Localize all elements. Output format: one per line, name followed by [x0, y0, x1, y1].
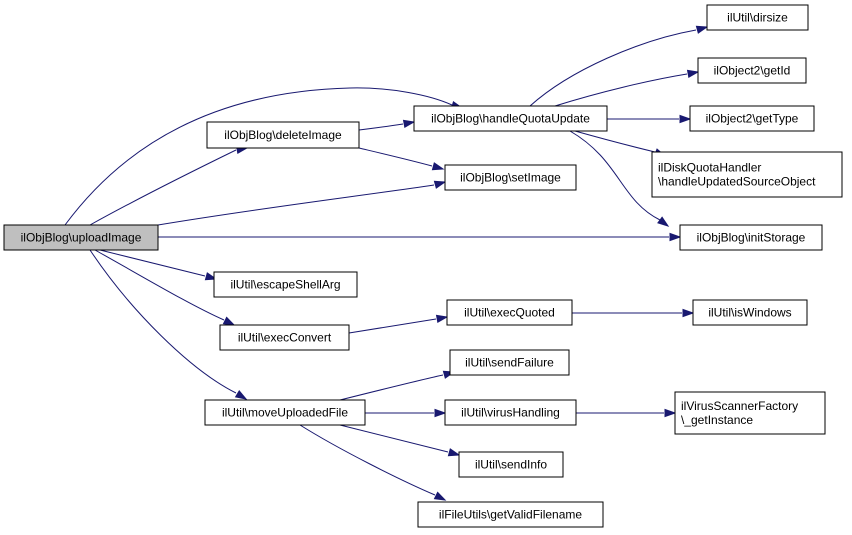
edge-uploadImage-to-execConvert: [94, 249, 236, 326]
node-label: ilFileUtils\getValidFilename: [439, 508, 582, 522]
arrow-head: [434, 408, 447, 418]
arrow-head: [664, 408, 677, 418]
arrow-head: [433, 180, 447, 189]
node-label: ilDiskQuotaHandler: [658, 161, 761, 175]
node-label: ilUtil\sendInfo: [475, 458, 547, 472]
arrow-head: [695, 25, 709, 34]
node-box: [679, 224, 823, 251]
node-getType[interactable]: ilObject2\getType: [689, 105, 815, 132]
node-isWindows[interactable]: ilUtil\isWindows: [692, 299, 808, 326]
node-label: ilUtil\execQuoted: [464, 306, 555, 320]
node-label: ilUtil\dirsize: [727, 11, 788, 25]
node-box: [697, 57, 807, 84]
arrow-head: [222, 316, 236, 326]
arrow-head: [433, 491, 447, 501]
node-box: [706, 4, 809, 31]
edge-moveUploadedFile-to-getValidFilename: [299, 424, 447, 501]
edge-uploadImage-to-initStorage: [158, 232, 682, 242]
node-box: [3, 224, 159, 251]
node-dirsize[interactable]: ilUtil\dirsize: [706, 4, 809, 31]
node-label: ilObject2\getId: [714, 64, 791, 78]
node-box: [651, 151, 843, 198]
node-execConvert[interactable]: ilUtil\execConvert: [219, 324, 350, 351]
arrow-head: [679, 114, 692, 124]
node-box: [206, 121, 360, 149]
edge-uploadImage-to-moveUploadedFile: [89, 249, 248, 400]
edge-uploadImage-to-escapeShellArg: [99, 249, 218, 281]
node-label: ilUtil\sendFailure: [465, 356, 554, 370]
node-setImage[interactable]: ilObjBlog\setImage: [444, 164, 577, 191]
edge-deleteImage-to-setImage: [358, 147, 445, 171]
node-uploadImage: ilObjBlog\uploadImage: [3, 224, 159, 251]
node-box: [689, 105, 815, 132]
arrow-head: [669, 232, 682, 242]
node-label: ilObjBlog\initStorage: [697, 231, 806, 245]
node-label: \_getInstance: [681, 413, 753, 427]
node-label: ilObjBlog\setImage: [460, 171, 561, 185]
arrow-head: [204, 272, 218, 281]
edge-virusHandling-to-getInstance: [575, 408, 677, 418]
edge-moveUploadedFile-to-sendInfo: [339, 424, 461, 457]
edge-deleteImage-to-handleQuotaUpdate: [358, 119, 416, 131]
node-getValidFilename[interactable]: ilFileUtils\getValidFilename: [417, 501, 604, 528]
arrow-head: [234, 389, 248, 400]
edge-handleQuotaUpdate-to-initStorage: [569, 130, 670, 227]
edge-moveUploadedFile-to-virusHandling: [364, 408, 447, 418]
node-escapeShellArg[interactable]: ilUtil\escapeShellArg: [213, 271, 358, 298]
nodes-layer: ilObjBlog\uploadImage ilObjBlog\deleteIma…: [3, 4, 843, 528]
edge-moveUploadedFile-to-sendFailure: [339, 370, 456, 401]
arrow-head: [657, 216, 670, 227]
node-label: ilObjBlog\uploadImage: [21, 231, 142, 245]
node-box: [444, 164, 577, 191]
node-label: ilObjBlog\handleQuotaUpdate: [431, 112, 590, 126]
arrow-head: [402, 119, 416, 129]
edge-uploadImage-to-setImage: [157, 180, 447, 226]
edge-execConvert-to-execQuoted: [348, 314, 449, 334]
node-sendInfo[interactable]: ilUtil\sendInfo: [458, 451, 564, 478]
node-box: [444, 399, 577, 426]
node-label: ilUtil\isWindows: [708, 306, 791, 320]
node-box: [458, 451, 564, 478]
node-label: ilUtil\virusHandling: [461, 406, 560, 420]
node-box: [446, 299, 573, 326]
node-getInstance[interactable]: ilVirusScannerFactory\_getInstance: [674, 391, 826, 435]
arrow-head: [682, 308, 695, 318]
edge-handleQuotaUpdate-to-dirsize: [529, 25, 709, 107]
node-deleteImage[interactable]: ilObjBlog\deleteImage: [206, 121, 360, 149]
edge-execQuoted-to-isWindows: [572, 308, 695, 318]
node-box: [674, 391, 826, 435]
node-virusHandling[interactable]: ilUtil\virusHandling: [444, 399, 577, 426]
node-label: ilObject2\getType: [706, 112, 799, 126]
node-box: [213, 271, 358, 298]
node-initStorage[interactable]: ilObjBlog\initStorage: [679, 224, 823, 251]
node-label: ilUtil\moveUploadedFile: [222, 406, 348, 420]
edge-handleQuotaUpdate-to-getType: [606, 114, 692, 124]
node-box: [692, 299, 808, 326]
edges-layer: [64, 25, 709, 501]
edge-handleQuotaUpdate-to-getId: [554, 69, 700, 107]
arrow-head: [431, 162, 445, 171]
node-box: [417, 501, 604, 528]
edge-uploadImage-to-deleteImage: [89, 145, 249, 226]
arrow-head: [447, 448, 461, 457]
node-handleQuotaUpdate[interactable]: ilObjBlog\handleQuotaUpdate: [413, 105, 608, 132]
arrow-head: [435, 314, 449, 324]
node-box: [219, 324, 350, 351]
arrow-head: [686, 69, 700, 79]
node-label: ilVirusScannerFactory: [681, 399, 798, 413]
edge-uploadImage-to-handleQuotaUpdate: [64, 87, 464, 226]
node-handleUpdatedSourceObject[interactable]: ilDiskQuotaHandler\handleUpdatedSourceOb…: [651, 151, 843, 198]
node-getId[interactable]: ilObject2\getId: [697, 57, 807, 84]
node-label: ilObjBlog\deleteImage: [224, 128, 342, 142]
node-label: \handleUpdatedSourceObject: [658, 175, 816, 189]
node-label: ilUtil\escapeShellArg: [230, 278, 340, 292]
node-box: [449, 349, 570, 376]
node-box: [204, 399, 366, 426]
node-label: ilUtil\execConvert: [238, 331, 332, 345]
node-box: [413, 105, 608, 132]
node-sendFailure[interactable]: ilUtil\sendFailure: [449, 349, 570, 376]
node-execQuoted[interactable]: ilUtil\execQuoted: [446, 299, 573, 326]
node-moveUploadedFile[interactable]: ilUtil\moveUploadedFile: [204, 399, 366, 426]
